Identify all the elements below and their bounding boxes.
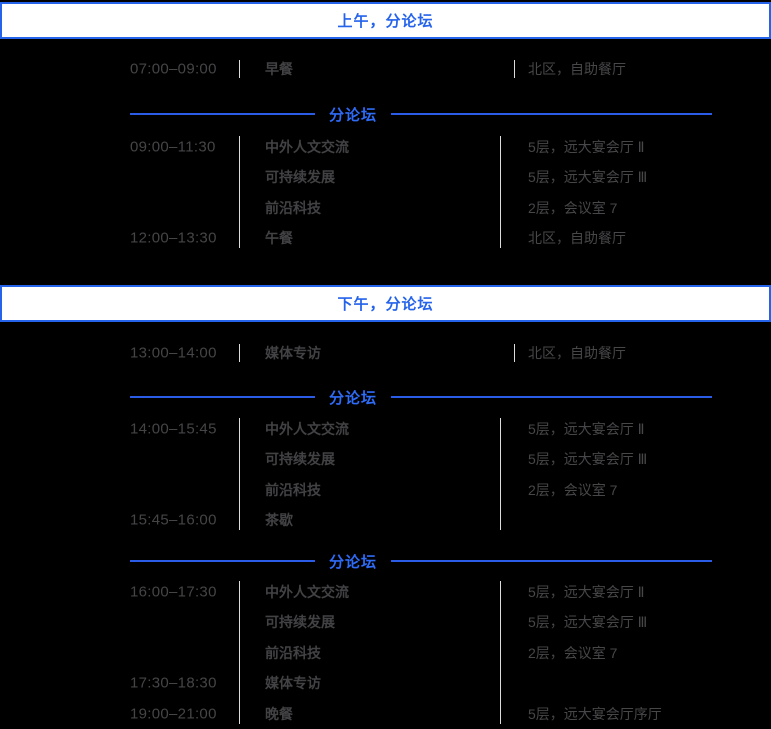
subforum-divider: 分论坛 (130, 553, 712, 571)
column-divider (514, 344, 515, 362)
event-name: 前沿科技 (265, 644, 321, 661)
section-header-afternoon: 下午，分论坛 (0, 285, 771, 322)
schedule-row: 09:00–11:30 中外人文交流 5层，远大宴会厅 Ⅱ (0, 131, 771, 162)
event-location: 5层，远大宴会厅 Ⅲ (528, 613, 648, 630)
divider-label: 分论坛 (329, 389, 378, 407)
time-range: 12:00–13:30 (130, 229, 217, 246)
event-name: 可持续发展 (265, 450, 335, 467)
event-location: 北区，自助餐厅 (528, 229, 626, 246)
schedule-row: 前沿科技 2层，会议室 7 (0, 637, 771, 668)
event-name: 中外人文交流 (265, 420, 349, 437)
time-range: 16:00–17:30 (130, 583, 217, 600)
time-range: 13:00–14:00 (130, 344, 217, 362)
event-name: 晚餐 (265, 705, 293, 722)
schedule-group-morning: 09:00–11:30 中外人文交流 5层，远大宴会厅 Ⅱ 可持续发展 5层，远… (0, 131, 771, 253)
schedule-row-media: 13:00–14:00 媒体专访 北区，自助餐厅 (0, 340, 771, 366)
schedule-row: 前沿科技 2层，会议室 7 (0, 474, 771, 505)
event-location: 北区，自助餐厅 (528, 345, 626, 361)
divider-line (130, 560, 315, 562)
column-divider (500, 418, 501, 530)
event-location: 5层，远大宴会厅 Ⅱ (528, 420, 645, 437)
event-name: 媒体专访 (265, 674, 321, 691)
event-name: 前沿科技 (265, 199, 321, 216)
column-divider (500, 136, 501, 248)
event-location: 2层，会议室 7 (528, 644, 618, 661)
divider-line (130, 396, 315, 398)
section-header-morning-label: 上午，分论坛 (337, 13, 434, 30)
schedule-row: 前沿科技 2层，会议室 7 (0, 192, 771, 223)
column-divider (514, 60, 515, 78)
schedule-row: 16:00–17:30 中外人文交流 5层，远大宴会厅 Ⅱ (0, 576, 771, 607)
schedule-group-afternoon-2: 16:00–17:30 中外人文交流 5层，远大宴会厅 Ⅱ 可持续发展 5层，远… (0, 576, 771, 729)
divider-line (391, 113, 712, 115)
event-name: 午餐 (265, 229, 293, 246)
divider-line (130, 113, 315, 115)
section-header-afternoon-label: 下午，分论坛 (337, 296, 434, 313)
event-location: 5层，远大宴会厅 Ⅲ (528, 168, 648, 185)
event-location: 2层，会议室 7 (528, 481, 618, 498)
event-name: 前沿科技 (265, 481, 321, 498)
event-location: 5层，远大宴会厅 Ⅱ (528, 138, 645, 155)
event-name: 可持续发展 (265, 168, 335, 185)
schedule-row: 14:00–15:45 中外人文交流 5层，远大宴会厅 Ⅱ (0, 413, 771, 444)
event-name: 茶歇 (265, 511, 293, 528)
time-range: 15:45–16:00 (130, 511, 217, 528)
schedule-group-afternoon-1: 14:00–15:45 中外人文交流 5层，远大宴会厅 Ⅱ 可持续发展 5层，远… (0, 413, 771, 535)
time-range: 07:00–09:00 (130, 60, 217, 78)
time-range: 14:00–15:45 (130, 420, 217, 437)
event-location: 5层，远大宴会厅 Ⅲ (528, 450, 648, 467)
schedule-row: 可持续发展 5层，远大宴会厅 Ⅲ (0, 606, 771, 637)
column-divider (239, 418, 240, 530)
schedule-row: 15:45–16:00 茶歇 (0, 504, 771, 535)
schedule-row: 19:00–21:00 晚餐 5层，远大宴会厅序厅 (0, 698, 771, 729)
subforum-divider: 分论坛 (130, 106, 712, 124)
schedule-row: 12:00–13:30 午餐 北区，自助餐厅 (0, 222, 771, 253)
column-divider (239, 60, 240, 78)
event-name: 媒体专访 (265, 345, 321, 361)
schedule-row-breakfast: 07:00–09:00 早餐 北区，自助餐厅 (0, 56, 771, 82)
section-header-morning: 上午，分论坛 (0, 2, 771, 39)
time-range: 09:00–11:30 (130, 138, 216, 155)
event-name: 中外人文交流 (265, 583, 349, 600)
event-location: 5层，远大宴会厅 Ⅱ (528, 583, 645, 600)
column-divider (239, 344, 240, 362)
event-location: 2层，会议室 7 (528, 199, 618, 216)
schedule-row: 可持续发展 5层，远大宴会厅 Ⅲ (0, 443, 771, 474)
event-location: 北区，自助餐厅 (528, 61, 626, 77)
time-range: 17:30–18:30 (130, 674, 217, 691)
divider-label: 分论坛 (329, 553, 378, 571)
schedule-row: 17:30–18:30 媒体专访 (0, 667, 771, 698)
event-location: 5层，远大宴会厅序厅 (528, 705, 662, 722)
divider-label: 分论坛 (329, 106, 378, 124)
column-divider (239, 136, 240, 248)
column-divider (239, 581, 240, 724)
column-divider (500, 581, 501, 724)
subforum-divider: 分论坛 (130, 389, 712, 407)
divider-line (391, 560, 712, 562)
schedule-row: 可持续发展 5层，远大宴会厅 Ⅲ (0, 161, 771, 192)
event-name: 可持续发展 (265, 613, 335, 630)
event-name: 中外人文交流 (265, 138, 349, 155)
time-range: 19:00–21:00 (130, 705, 217, 722)
divider-line (391, 396, 712, 398)
event-name: 早餐 (265, 61, 293, 77)
